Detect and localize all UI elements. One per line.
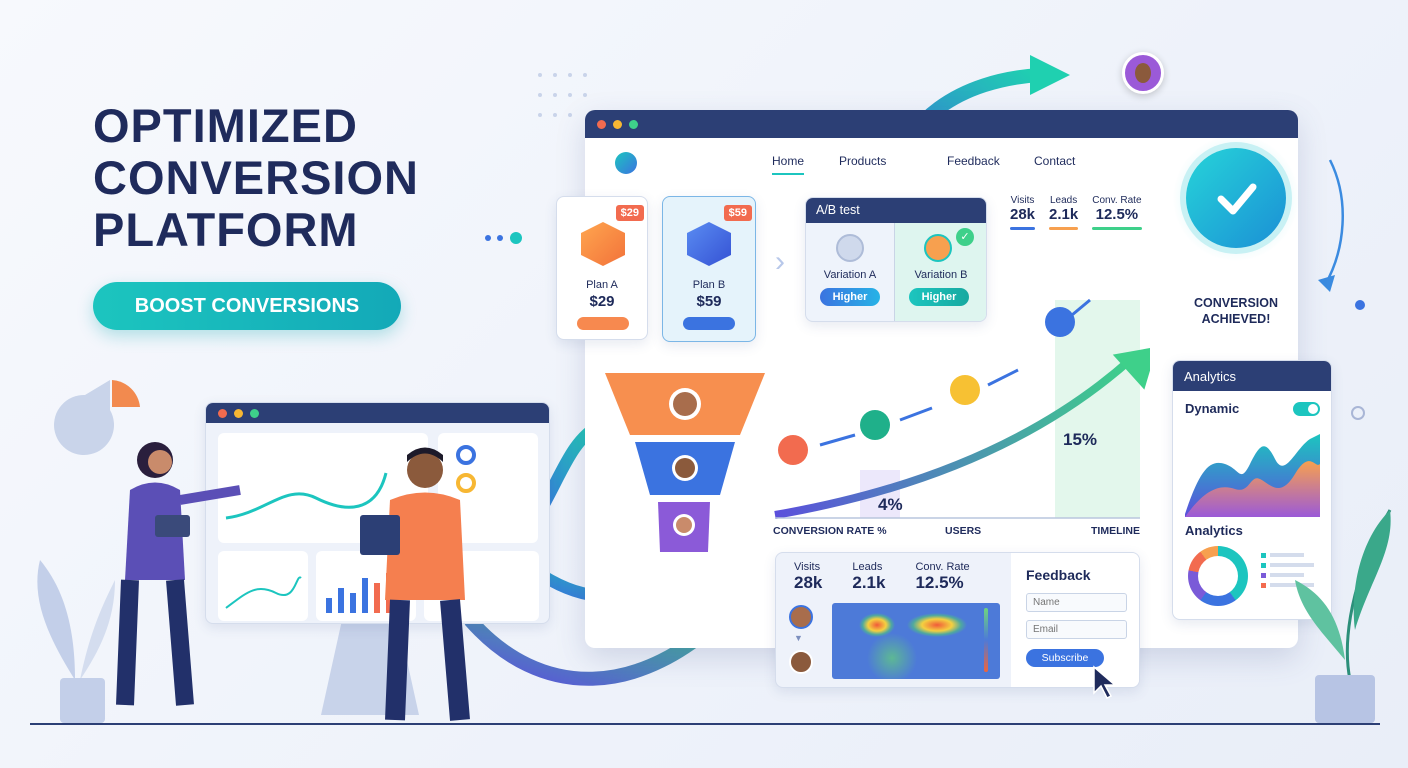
cube-icon [687,222,731,266]
plan-a-select-button[interactable] [577,317,629,330]
user-avatar [1045,307,1075,337]
plan-b-card[interactable]: $59 Plan B $59 [662,196,756,342]
arrow-down-icon: ▼ [794,633,803,643]
chevron-right-icon: › [775,245,785,278]
conversion-funnel [605,373,765,552]
left-dashboard-monitor [205,402,550,624]
feedback-title: Feedback [1026,567,1091,583]
analytics-card: Analytics Dynamic Analytics [1172,360,1332,620]
user-avatar [778,435,808,465]
analytics-header: Analytics [1173,361,1331,391]
donut-legend [1261,553,1314,593]
axis-label-users: USERS [945,525,982,537]
area-chart [1185,434,1320,517]
nav-contact[interactable]: Contact [1034,154,1076,168]
headline-line-3: PLATFORM [93,203,359,256]
variation-b-badge: Higher [909,288,969,306]
site-logo [615,152,637,174]
axis-label-timeline: TIMELINE [1091,525,1140,537]
cube-icon [581,222,625,266]
headline: OPTIMIZED CONVERSION PLATFORM [93,100,419,256]
maximize-dot[interactable] [629,119,638,129]
minimize-dot[interactable] [613,119,622,129]
user-icon [836,234,864,262]
heatmap [832,603,1000,679]
window-title-bar [585,110,1298,138]
headline-line-1: OPTIMIZED [93,99,358,152]
heatmap-legend [984,608,988,672]
dynamic-toggle[interactable] [1293,402,1320,416]
check-icon: ✓ [956,228,974,246]
user-avatar [789,650,813,674]
user-avatar [950,375,980,405]
analytics-section-title: Analytics [1185,523,1243,538]
user-avatar [789,605,813,629]
plan-b-name: Plan B [692,279,726,291]
growth-end-label: 15% [1063,430,1098,449]
checkmark-icon [1186,148,1286,248]
close-dot[interactable] [597,119,606,129]
plant-decoration [1295,509,1392,723]
ab-test-card: A/B test ✓ Variation A Variation B Highe… [805,197,987,322]
name-input[interactable] [1026,593,1127,612]
axis-label-conversion-rate: CONVERSION RATE % [773,525,887,537]
user-avatar [860,410,890,440]
man-figure [360,447,470,721]
user-avatar [1122,52,1164,94]
growth-start-label: 4% [878,495,903,514]
headline-line-2: CONVERSION [93,151,419,204]
variation-a-label: Variation A [823,269,877,281]
plant-decoration [37,560,115,723]
plan-b-price-tag: $59 [723,205,752,221]
email-input[interactable] [1026,620,1127,639]
plan-a-name: Plan A [586,279,618,291]
donut-chart [1188,546,1248,606]
user-avatar [924,234,952,262]
subscribe-button[interactable]: Subscribe [1026,649,1104,667]
nav-products[interactable]: Products [839,154,887,168]
ab-test-title: A/B test [806,198,986,223]
plan-a-price: $29 [589,293,615,310]
plan-b-select-button[interactable] [683,317,735,330]
nav-feedback[interactable]: Feedback [947,154,1000,168]
plan-a-price-tag: $29 [615,205,644,221]
growth-chart [774,298,1150,519]
boost-conversions-button[interactable]: BOOST CONVERSIONS [93,282,401,330]
variation-a-badge: Higher [820,288,880,306]
nav-home[interactable]: Home [772,154,805,175]
dynamic-label: Dynamic [1185,401,1240,416]
variation-b-label: Variation B [914,269,968,281]
plan-b-price: $59 [696,293,722,310]
woman-figure [116,442,241,706]
cursor-icon [1093,665,1118,700]
plan-a-card[interactable]: $29 Plan A $29 [556,196,648,340]
